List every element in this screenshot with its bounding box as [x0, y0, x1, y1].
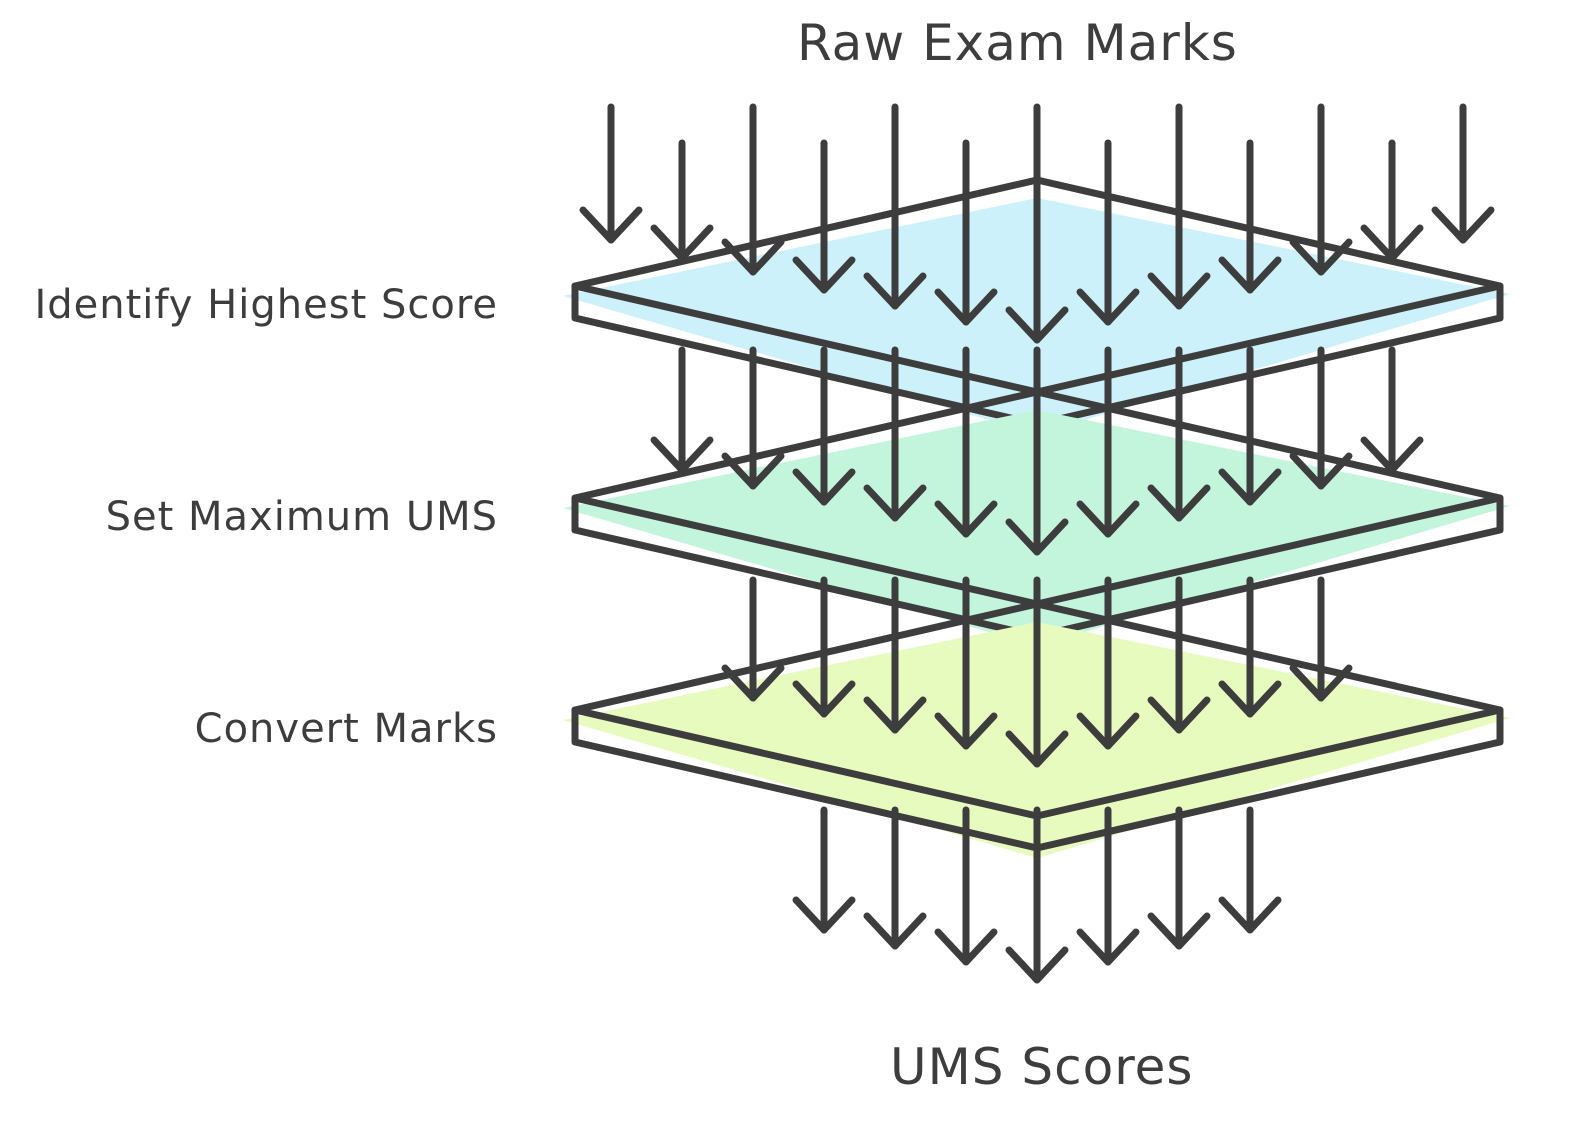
stage-1-arrow — [721, 346, 785, 490]
stage-2-arrow — [1076, 576, 1140, 750]
stage-label-3: Convert Marks — [194, 706, 498, 752]
output-arrow — [1005, 806, 1069, 984]
stage-1-arrow — [1005, 346, 1069, 556]
stage-1-arrow — [934, 346, 998, 538]
stage-2-arrow — [1147, 576, 1211, 734]
stage-2-arrow — [934, 576, 998, 750]
stage-label-2: Set Maximum UMS — [105, 494, 498, 540]
input-arrow — [579, 103, 643, 244]
stage-2-arrow — [1289, 576, 1353, 702]
stage-1-arrow — [1360, 346, 1424, 474]
stage-1-arrow — [1147, 346, 1211, 522]
input-arrow — [1360, 139, 1424, 262]
output-title: UMS Scores — [890, 1038, 1194, 1096]
stage-2-arrow — [863, 576, 927, 734]
output-arrow — [934, 806, 998, 966]
stage-2-arrow — [1218, 576, 1282, 718]
stage-2-arrow — [721, 576, 785, 702]
input-arrow — [1431, 103, 1495, 244]
output-arrow — [1218, 806, 1282, 934]
input-arrow — [1218, 139, 1282, 294]
stage-1-arrow — [863, 346, 927, 522]
stage-1-arrow — [1076, 346, 1140, 538]
diagram-title: Raw Exam Marks — [797, 14, 1238, 72]
stage-label-1: Identify Highest Score — [34, 282, 498, 328]
output-arrow — [1147, 806, 1211, 950]
stage-2-arrow — [792, 576, 856, 718]
stage-1-arrow — [1289, 346, 1353, 490]
input-arrow — [1147, 103, 1211, 310]
output-arrow — [863, 806, 927, 950]
stage-1-arrow — [792, 346, 856, 506]
input-arrow — [721, 103, 785, 276]
input-arrow — [650, 139, 714, 262]
output-arrow — [1076, 806, 1140, 966]
input-arrow — [1005, 103, 1069, 344]
arrows-group — [579, 103, 1495, 984]
stage-1-arrow — [1218, 346, 1282, 506]
input-arrow — [792, 139, 856, 294]
input-arrow — [934, 139, 998, 326]
input-arrow — [1076, 139, 1140, 326]
input-arrow — [863, 103, 927, 310]
input-arrow — [1289, 103, 1353, 276]
stage-2-arrow — [1005, 576, 1069, 768]
stage-1-arrow — [650, 346, 714, 474]
output-arrow — [792, 806, 856, 934]
